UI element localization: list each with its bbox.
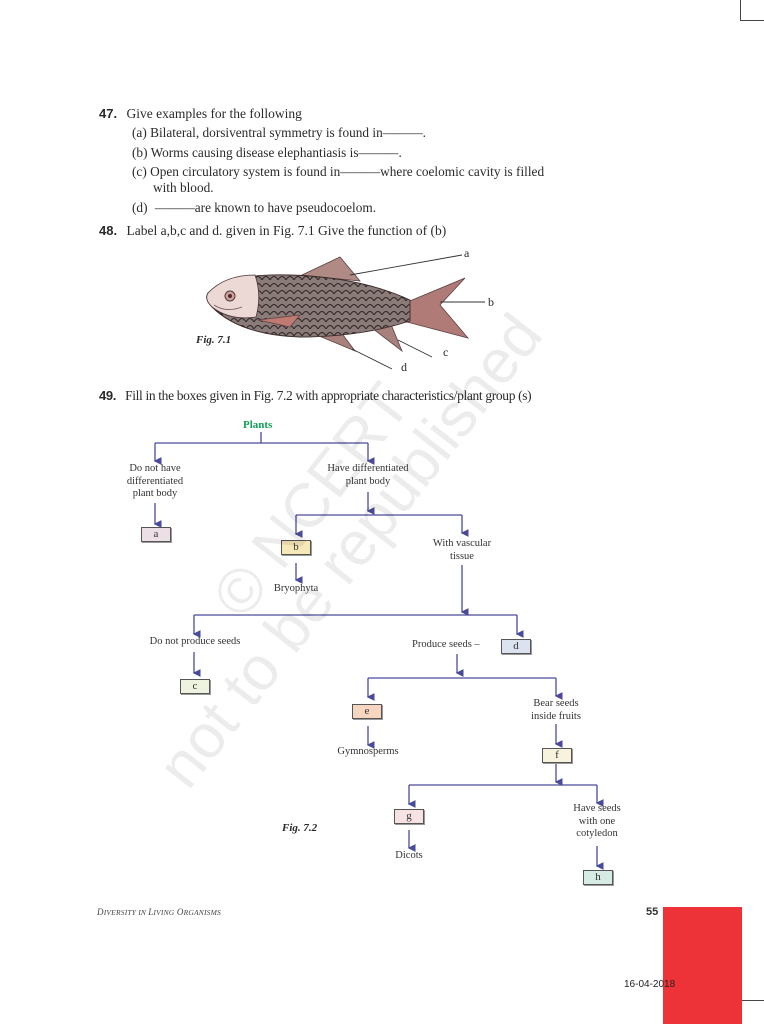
question-49: 49. Fill in the boxes given in Fig. 7.2 … (99, 388, 532, 403)
node-no-differentiated-body: Do not have differentiated plant body (126, 463, 184, 499)
question-48: 48. Label a,b,c and d. given in Fig. 7.1… (99, 223, 447, 238)
node-produce-seeds: Produce seeds – (412, 639, 480, 650)
q47-part-c: (c) Open circulatory system is found in—… (132, 164, 545, 179)
q47-part-b: (b) Worms causing disease elephantiasis … (132, 145, 402, 160)
answer-box-h[interactable]: h (583, 870, 613, 885)
answer-box-d[interactable]: d (501, 639, 531, 654)
fish-illustration (206, 254, 485, 370)
crop-mark-bottom (742, 1000, 764, 1001)
question-47: 47. Give examples for the following (99, 106, 302, 121)
footer-chapter-title: Diversity in Living Organisms (97, 907, 222, 917)
answer-box-e[interactable]: e (352, 704, 382, 719)
answer-box-c[interactable]: c (180, 679, 210, 694)
fish-label-c: c (443, 345, 449, 359)
q47-part-a: (a) Bilateral, dorsiventral symmetry is … (132, 125, 426, 140)
q47-part-d: (d) ———are known to have pseudocoelom. (132, 200, 377, 215)
node-no-seeds: Do not produce seeds (149, 636, 241, 647)
answer-box-f[interactable]: f (542, 748, 572, 763)
fish-label-b: b (488, 295, 494, 309)
node-seeds-inside-fruits: Bear seeds inside fruits (531, 698, 581, 722)
fig-7-2-caption: Fig. 7.2 (282, 822, 318, 834)
print-date: 16-04-2018 (624, 979, 676, 990)
flowchart-root-plants: Plants (243, 419, 273, 431)
fish-label-a: a (464, 246, 470, 260)
node-one-cotyledon: Have seeds with one cotyledon (573, 803, 621, 839)
answer-box-b[interactable]: b (281, 540, 311, 555)
question-number: 47 (99, 106, 114, 121)
node-bryophyta: Bryophyta (273, 583, 319, 594)
page-number: 55 (646, 906, 659, 918)
answer-box-g[interactable]: g (394, 809, 424, 824)
question-text: Give examples for the following (126, 106, 302, 121)
q47-part-c-cont: with blood. (153, 180, 214, 195)
node-vascular-tissue: With vascular tissue (432, 538, 492, 562)
node-gymnosperms: Gymnosperms (337, 746, 399, 757)
fish-label-d: d (401, 360, 407, 374)
crop-mark-top (740, 0, 764, 21)
node-differentiated-body: Have differentiated plant body (327, 463, 409, 487)
fig-7-1-caption: Fig. 7.1 (196, 334, 232, 346)
answer-box-a[interactable]: a (141, 527, 171, 542)
red-tab (663, 907, 742, 1024)
node-dicots: Dicots (395, 850, 423, 861)
